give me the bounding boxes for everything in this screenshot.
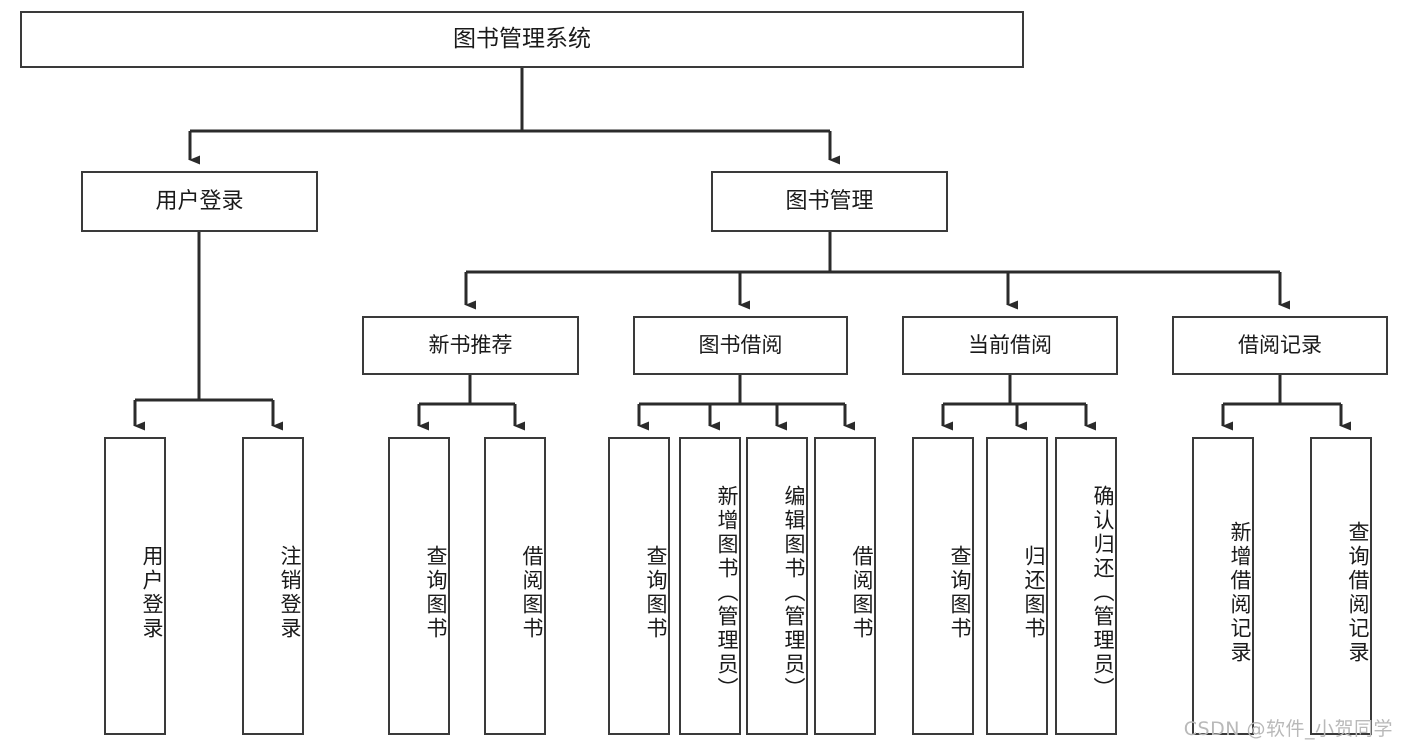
node-label: 借阅图书 xyxy=(520,545,544,641)
node-label: 确认归还（管理员） xyxy=(1091,485,1115,701)
node-leaf-leaf-add-record[interactable]: 新增借阅记录 xyxy=(1192,437,1254,735)
node-leaf-leaf-query-book-1[interactable]: 查询图书 xyxy=(388,437,450,735)
node-leaf-leaf-edit-book[interactable]: 编辑图书（管理员） xyxy=(746,437,808,735)
node-leaf-leaf-borrow-book-2[interactable]: 借阅图书 xyxy=(814,437,876,735)
node-leaf-leaf-add-book[interactable]: 新增图书（管理员） xyxy=(679,437,741,735)
node-label: 查询图书 xyxy=(948,545,972,641)
node-level2-user-login[interactable]: 用户登录 xyxy=(81,171,318,232)
node-leaf-leaf-confirm-return[interactable]: 确认归还（管理员） xyxy=(1055,437,1117,735)
node-label: 查询图书 xyxy=(424,545,448,641)
node-label: 新书推荐 xyxy=(428,333,513,358)
node-label: 当前借阅 xyxy=(968,333,1052,358)
node-label: 图书管理 xyxy=(785,188,874,214)
node-label: 新增图书（管理员） xyxy=(715,485,739,701)
node-label: 注销登录 xyxy=(278,545,302,641)
node-level2-book-manage[interactable]: 图书管理 xyxy=(711,171,948,232)
node-level3-borrow-record[interactable]: 借阅记录 xyxy=(1172,316,1388,375)
node-label: 编辑图书（管理员） xyxy=(782,485,806,701)
node-leaf-leaf-user-login[interactable]: 用户登录 xyxy=(104,437,166,735)
node-root-root[interactable]: 图书管理系统 xyxy=(20,11,1024,68)
node-level3-book-borrow[interactable]: 图书借阅 xyxy=(633,316,848,375)
node-leaf-leaf-logout-login[interactable]: 注销登录 xyxy=(242,437,304,735)
node-level3-new-book-recommend[interactable]: 新书推荐 xyxy=(362,316,579,375)
node-level3-current-borrow[interactable]: 当前借阅 xyxy=(902,316,1118,375)
node-label: 图书管理系统 xyxy=(453,26,591,53)
node-label: 图书借阅 xyxy=(698,333,783,358)
node-label: 用户登录 xyxy=(140,545,164,641)
node-leaf-leaf-return-book[interactable]: 归还图书 xyxy=(986,437,1048,735)
node-leaf-leaf-query-record[interactable]: 查询借阅记录 xyxy=(1310,437,1372,735)
node-label: 借阅图书 xyxy=(850,545,874,641)
node-label: 查询借阅记录 xyxy=(1346,521,1370,665)
node-label: 用户登录 xyxy=(155,188,244,214)
node-leaf-leaf-query-book-2[interactable]: 查询图书 xyxy=(608,437,670,735)
node-label: 查询图书 xyxy=(644,545,668,641)
watermark-text: CSDN @软件_小贺同学 xyxy=(1183,718,1393,740)
node-label: 归还图书 xyxy=(1022,545,1046,641)
node-label: 新增借阅记录 xyxy=(1228,521,1252,665)
node-leaf-leaf-borrow-book-1[interactable]: 借阅图书 xyxy=(484,437,546,735)
node-label: 借阅记录 xyxy=(1238,333,1322,358)
node-leaf-leaf-query-book-3[interactable]: 查询图书 xyxy=(912,437,974,735)
